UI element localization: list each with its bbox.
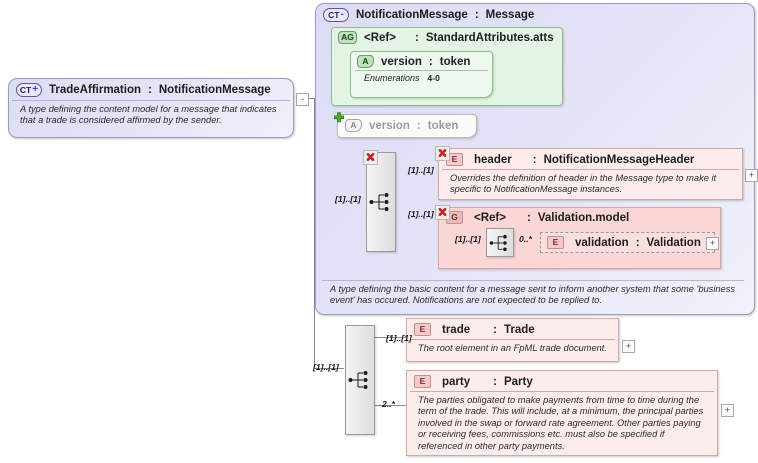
validation-inner-sequence-cardinality: [1]..[1]	[455, 234, 481, 244]
overridden-version-type: token	[427, 119, 459, 132]
enumerations-value: 4-0	[427, 73, 440, 83]
party-element-title: E party : Party	[407, 371, 717, 391]
validation-element-name: validation	[575, 236, 629, 249]
attribute-icon: A	[345, 119, 362, 132]
sequence-cardinality-upper: [1]..[1]	[335, 194, 361, 204]
name-type-separator: :	[474, 9, 479, 21]
name-type-separator: :	[526, 211, 531, 224]
version-attribute-type: token	[439, 55, 471, 68]
element-icon: E	[547, 236, 564, 249]
validation-cardinality: 0..*	[519, 234, 532, 244]
name-type-separator: :	[493, 375, 497, 388]
attribute-group-type: StandardAttributes.atts	[425, 31, 554, 44]
enumerations-row: Enumerations 4-0	[355, 70, 488, 86]
trade-element-title: E trade : Trade	[407, 319, 618, 339]
header-element-name: header	[474, 153, 512, 166]
validation-element-box[interactable]: E validation : Validation	[540, 232, 715, 253]
connector	[314, 368, 344, 369]
party-element-box[interactable]: E party : Party The parties obligated to…	[406, 370, 718, 456]
notification-message-type: Message	[485, 9, 535, 21]
name-type-separator: :	[414, 31, 419, 44]
validation-model-title: G <Ref> : Validation.model	[439, 208, 720, 226]
trade-affirmation-title: CT+ TradeAffirmation : NotificationMessa…	[9, 79, 293, 100]
name-type-separator: :	[635, 236, 640, 249]
attribute-group-title: AG <Ref> : StandardAttributes.atts	[332, 28, 562, 46]
trade-affirmation-type: NotificationMessage	[158, 84, 271, 96]
name-type-separator: :	[148, 84, 152, 96]
header-cardinality: [1]..[1]	[408, 165, 434, 175]
party-expander[interactable]: +	[721, 404, 734, 417]
prohibited-icon	[363, 150, 378, 165]
notification-message-description-wrap: A type defining the basic content for a …	[319, 280, 747, 311]
sequence-compositor-lower[interactable]	[345, 325, 375, 435]
trade-element-name: trade	[442, 323, 471, 336]
version-attribute-name: version	[381, 55, 422, 68]
trade-affirmation-type-box[interactable]: CT+ TradeAffirmation : NotificationMessa…	[8, 78, 294, 138]
prohibited-icon	[435, 146, 450, 161]
name-type-separator: :	[493, 323, 497, 336]
validation-model-ref: <Ref>	[474, 211, 506, 224]
connector	[373, 405, 407, 406]
trade-cardinality: [1]..[1]	[386, 333, 412, 343]
party-cardinality: 2..*	[382, 399, 395, 409]
sequence-compositor-validation[interactable]	[486, 228, 514, 257]
bottom-sequence-cardinality: [1]..[1]	[313, 362, 339, 372]
validation-expander[interactable]: +	[706, 237, 719, 250]
trade-affirmation-name: TradeAffirmation	[49, 84, 142, 96]
header-element-type: NotificationMessageHeader	[543, 153, 695, 166]
header-element-description: Overrides the definition of header in th…	[442, 169, 739, 200]
enumerations-label: Enumerations	[364, 73, 420, 83]
overridden-version-title: A version : token	[338, 115, 476, 134]
party-element-name: party	[442, 375, 471, 388]
element-icon: E	[414, 323, 431, 336]
validation-model-cardinality: [1]..[1]	[408, 209, 434, 219]
trade-element-type: Trade	[503, 323, 535, 336]
party-element-description: The parties obligated to make payments f…	[410, 391, 714, 456]
version-attribute-box[interactable]: A version : token Enumerations 4-0	[350, 51, 493, 98]
name-type-separator: :	[532, 153, 537, 166]
validation-element-type: Validation	[646, 236, 701, 249]
party-element-type: Party	[503, 375, 533, 388]
version-attribute-title: A version : token	[351, 52, 492, 70]
element-icon: E	[414, 375, 431, 388]
header-element-box[interactable]: E header : NotificationMessageHeader Ove…	[438, 148, 743, 200]
connector	[373, 337, 407, 338]
attribute-group-ref: <Ref>	[364, 31, 396, 44]
complex-type-icon[interactable]: CT+	[16, 83, 42, 97]
trade-element-box[interactable]: E trade : Trade The root element in an F…	[406, 318, 619, 362]
name-type-separator: :	[416, 119, 421, 132]
notification-message-name: NotificationMessage	[356, 9, 468, 21]
overridden-version-name: version	[369, 119, 410, 132]
connector	[314, 98, 315, 368]
name-type-separator: :	[428, 55, 433, 68]
complex-type-icon[interactable]: CT-	[323, 8, 349, 22]
notification-message-title: CT- NotificationMessage : Message	[316, 4, 754, 25]
attribute-group-icon: AG	[338, 31, 357, 44]
attribute-icon: A	[357, 55, 374, 68]
validation-element-title: E validation : Validation	[541, 233, 714, 251]
sequence-compositor-upper[interactable]	[366, 152, 396, 252]
prohibited-icon	[435, 205, 450, 220]
validation-model-type: Validation.model	[537, 211, 630, 224]
notification-message-description: A type defining the basic content for a …	[322, 280, 744, 311]
header-expander[interactable]: +	[745, 169, 758, 182]
trade-expander[interactable]: +	[622, 340, 635, 353]
trade-element-description: The root element in an FpML trade docume…	[410, 339, 615, 358]
overridden-version-attribute-box[interactable]: A version : token	[337, 114, 477, 138]
trade-affirmation-expander[interactable]: -	[296, 93, 309, 106]
header-element-title: E header : NotificationMessageHeader	[439, 149, 742, 169]
trade-affirmation-description: A type defining the content model for a …	[12, 100, 290, 131]
added-plus-icon	[333, 112, 345, 124]
